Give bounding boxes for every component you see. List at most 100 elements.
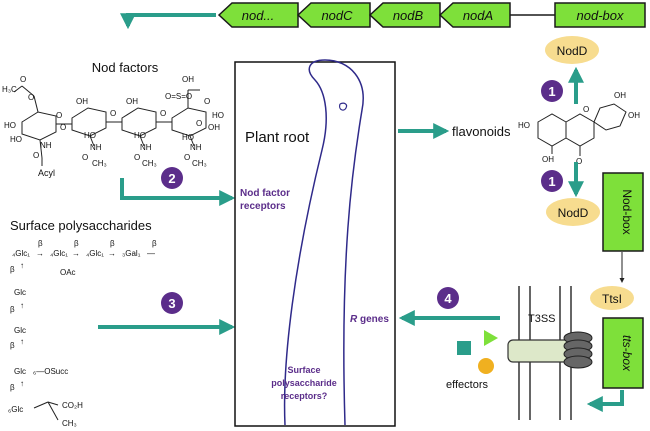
t3ss-needle xyxy=(507,339,573,363)
surface-ps-receptors-line3: receptors? xyxy=(281,391,328,401)
gene-nod-ellipsis-label: nod... xyxy=(242,8,275,23)
svg-text:HO: HO xyxy=(518,121,530,130)
nodD-top-label: NodD xyxy=(557,44,588,58)
svg-text:β: β xyxy=(10,383,15,392)
svg-text:OH: OH xyxy=(614,91,626,100)
svg-text:H₃C: H₃C xyxy=(2,85,17,94)
surface-polysaccharides-title: Surface polysaccharides xyxy=(10,218,152,233)
svg-text:β: β xyxy=(10,265,15,274)
tts-box-vertical-label: tts-box xyxy=(620,335,634,372)
step-badge-1-top xyxy=(541,80,563,102)
svg-text:₆—OSucc: ₆—OSucc xyxy=(33,367,68,376)
svg-text:CO₂H: CO₂H xyxy=(62,401,83,410)
pyruvyl-lines xyxy=(33,401,59,421)
svg-text:↑: ↑ xyxy=(20,261,24,270)
svg-text:O: O xyxy=(110,109,116,118)
svg-text:₄Glc₁: ₄Glc₁ xyxy=(86,249,104,258)
svg-text:β: β xyxy=(110,239,115,248)
step-badge-3 xyxy=(161,292,183,314)
svg-text:HO: HO xyxy=(84,131,96,140)
svg-text:O: O xyxy=(184,153,190,162)
svg-text:CH₃: CH₃ xyxy=(142,159,157,168)
svg-text:→: → xyxy=(108,249,116,258)
svg-text:₄Glc₁: ₄Glc₁ xyxy=(50,249,68,258)
svg-text:↑: ↑ xyxy=(20,301,24,310)
svg-text:HO: HO xyxy=(10,135,22,144)
svg-text:NH: NH xyxy=(90,143,102,152)
svg-text:↑: ↑ xyxy=(20,337,24,346)
svg-text:O: O xyxy=(60,123,66,132)
svg-text:CH₃: CH₃ xyxy=(92,159,107,168)
svg-text:O: O xyxy=(82,153,88,162)
gene-nodB-label: nodB xyxy=(393,8,424,23)
svg-text:₃Gal₁: ₃Gal₁ xyxy=(122,249,141,258)
svg-text:CH₃: CH₃ xyxy=(192,159,207,168)
effector-square xyxy=(457,341,471,355)
nodD-bottom xyxy=(546,198,600,226)
svg-text:→: → xyxy=(72,249,80,258)
svg-text:O: O xyxy=(28,93,34,102)
step-badge-2 xyxy=(161,167,183,189)
nod-box-vertical xyxy=(602,172,644,252)
r-genes-label: R genes xyxy=(350,314,389,325)
nod-factor-receptors-line2: receptors xyxy=(240,201,286,212)
nod-factors-title: Nod factors xyxy=(92,60,159,75)
polysaccharide-structure: ₄Glc₁ β → ₄Glc₁ β → ₄Glc₁ β → ₃Gal₁ β — … xyxy=(8,239,157,428)
plant-root-label: Plant root xyxy=(245,129,310,146)
gene-nodC-label: nodC xyxy=(321,8,353,23)
svg-text:O: O xyxy=(33,151,39,160)
svg-text:β: β xyxy=(38,239,43,248)
svg-text:NH: NH xyxy=(190,143,202,152)
svg-text:NH: NH xyxy=(140,143,152,152)
step-badge-1-bottom-label: 1 xyxy=(548,174,555,189)
effectors-label: effectors xyxy=(446,379,488,391)
svg-text:Glc: Glc xyxy=(14,367,26,376)
nod-box-top-label: nod-box xyxy=(577,8,624,23)
svg-text:O: O xyxy=(134,153,140,162)
ttsi xyxy=(590,286,634,310)
flavonoids-label: flavonoids xyxy=(452,124,511,139)
nod-factor-labels: H₃C O O HO HO O O OH O OH O O=S=O OH O O… xyxy=(2,75,224,168)
t3ss-label: T3SS xyxy=(528,313,556,325)
root-hair-outline xyxy=(283,59,364,426)
svg-text:HO: HO xyxy=(212,111,224,120)
step2-arrow xyxy=(120,178,236,206)
svg-text:OH: OH xyxy=(126,97,138,106)
surface-ps-receptors-line2: polysaccharide xyxy=(271,378,337,388)
operon-to-nodfactors-arrow xyxy=(120,13,216,30)
svg-text:NH: NH xyxy=(40,141,52,150)
nod-box-vertical-label: Nod-box xyxy=(620,189,634,234)
step-badge-4 xyxy=(437,287,459,309)
effector-triangle xyxy=(484,330,498,346)
svg-text:β: β xyxy=(10,305,15,314)
svg-text:OH: OH xyxy=(208,123,220,132)
flavonoid-structure xyxy=(537,103,627,156)
svg-text:—: — xyxy=(147,249,155,258)
svg-text:OH: OH xyxy=(182,75,194,84)
step-badge-2-label: 2 xyxy=(168,171,175,186)
t3ss-rings xyxy=(563,331,593,369)
svg-text:↑: ↑ xyxy=(20,379,24,388)
svg-text:OH: OH xyxy=(628,111,640,120)
svg-text:OAc: OAc xyxy=(60,268,76,277)
svg-text:O: O xyxy=(56,111,62,120)
step-badge-1-bottom xyxy=(541,170,563,192)
svg-text:HO: HO xyxy=(134,131,146,140)
svg-text:O: O xyxy=(204,97,210,106)
step-badge-3-label: 3 xyxy=(168,296,175,311)
svg-text:O: O xyxy=(160,109,166,118)
nod-box-top xyxy=(554,2,646,28)
svg-text:O: O xyxy=(20,75,26,84)
svg-text:₄Glc₁: ₄Glc₁ xyxy=(12,249,30,258)
svg-text:β: β xyxy=(74,239,79,248)
root-hair-curl xyxy=(339,102,348,111)
svg-text:CH₃: CH₃ xyxy=(62,419,77,428)
nodD-bottom-label: NodD xyxy=(558,206,589,220)
svg-text:O: O xyxy=(196,119,202,128)
svg-text:β: β xyxy=(152,239,157,248)
surface-ps-receptors-line1: Surface xyxy=(287,365,320,375)
nod-operon: nod... nodC nodB nodA nod-box xyxy=(217,2,646,28)
svg-text:O=S=O: O=S=O xyxy=(165,92,192,101)
